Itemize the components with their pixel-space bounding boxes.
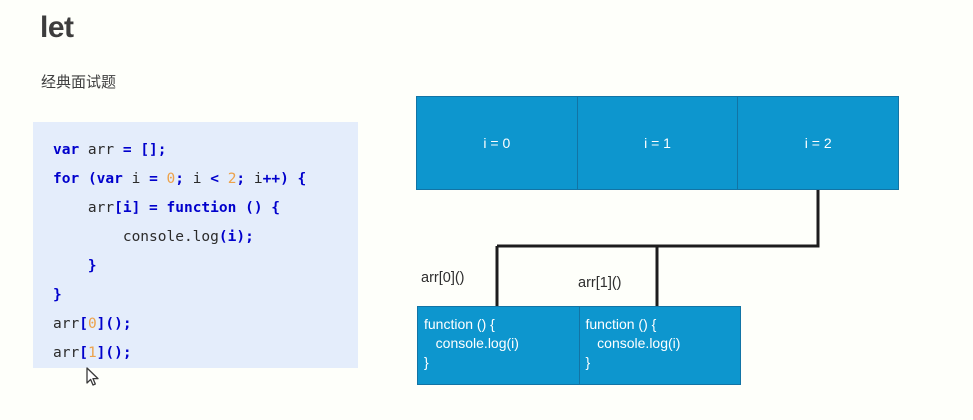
- iteration-box-label: i = 1: [644, 135, 671, 151]
- code-token: ;: [236, 171, 246, 187]
- code-token: var: [53, 142, 80, 158]
- iteration-box-label: i = 0: [483, 135, 511, 151]
- code-token: [140, 200, 149, 216]
- slide-subtitle: 经典面试题: [41, 74, 117, 91]
- code-token: ]();: [96, 345, 132, 361]
- code-token: () {: [245, 200, 281, 216]
- code-token: [79, 171, 88, 187]
- function-boxes: function () { console.log(i)}function ()…: [418, 307, 740, 384]
- code-token: =: [149, 200, 158, 216]
- code-token: }: [53, 287, 62, 303]
- code-token: ]();: [96, 316, 132, 332]
- code-line: }: [33, 281, 358, 310]
- code-token: 0: [166, 171, 176, 187]
- code-token: arr: [79, 142, 123, 158]
- code-line: arr[1]();: [33, 339, 358, 368]
- code-token: [i]: [114, 200, 141, 216]
- code-token: arr: [53, 345, 80, 361]
- code-token: [: [79, 345, 88, 361]
- code-token: [: [79, 316, 88, 332]
- code-token: 1: [87, 345, 97, 361]
- function-box-line: console.log(i): [585, 335, 681, 351]
- function-box: function () { console.log(i)}: [579, 307, 740, 384]
- code-line: arr[0]();: [33, 310, 358, 339]
- code-token: =: [149, 171, 158, 187]
- code-token: function: [166, 200, 237, 216]
- function-box-line: function () {: [424, 316, 495, 332]
- connector-label-arr0: arr[0](): [421, 270, 465, 286]
- connector-label-arr1: arr[1](): [578, 275, 622, 291]
- code-token: [219, 171, 228, 187]
- iteration-box: i = 0: [417, 97, 578, 189]
- code-token: i: [122, 171, 150, 187]
- mouse-pointer-icon: [86, 367, 99, 386]
- iteration-boxes: i = 0 i = 1 i = 2: [417, 97, 899, 189]
- iteration-box: i = 2: [738, 97, 899, 189]
- code-token: }: [53, 258, 97, 274]
- code-token: [158, 200, 167, 216]
- code-token: ++) {: [262, 171, 307, 187]
- code-block: var arr = [];for (var i = 0; i < 2; i++)…: [33, 122, 358, 368]
- function-box-line: function () {: [585, 316, 657, 332]
- code-line: arr[i] = function () {: [33, 194, 358, 223]
- code-line: for (var i = 0; i < 2; i++) {: [33, 165, 358, 194]
- function-box-line: }: [585, 354, 591, 370]
- code-token: arr: [53, 316, 80, 332]
- iteration-box: i = 1: [577, 97, 739, 189]
- code-token: <: [210, 171, 219, 187]
- function-box: function () { console.log(i)}: [418, 307, 580, 384]
- code-token: [236, 200, 245, 216]
- code-token: ;: [175, 171, 185, 187]
- code-token: i: [245, 171, 263, 187]
- code-token: var: [96, 171, 123, 187]
- code-token: arr: [53, 200, 115, 216]
- code-line: }: [33, 252, 358, 281]
- code-token: console.log: [53, 229, 219, 245]
- code-token: [158, 171, 167, 187]
- code-token: 2: [227, 171, 237, 187]
- code-token: (i);: [218, 229, 254, 245]
- code-token: (: [87, 171, 97, 187]
- function-box-line: }: [424, 354, 429, 370]
- code-token: for: [53, 171, 80, 187]
- code-token: 0: [87, 316, 97, 332]
- code-token: =: [122, 142, 132, 158]
- code-token: i: [184, 171, 211, 187]
- code-token: [];: [140, 142, 167, 158]
- page-title: let: [40, 11, 74, 44]
- code-line: console.log(i);: [33, 223, 358, 252]
- iteration-box-label: i = 2: [804, 135, 832, 151]
- code-line: var arr = [];: [33, 136, 358, 165]
- function-box-line: console.log(i): [424, 335, 519, 351]
- code-lines: var arr = [];for (var i = 0; i < 2; i++)…: [33, 136, 358, 368]
